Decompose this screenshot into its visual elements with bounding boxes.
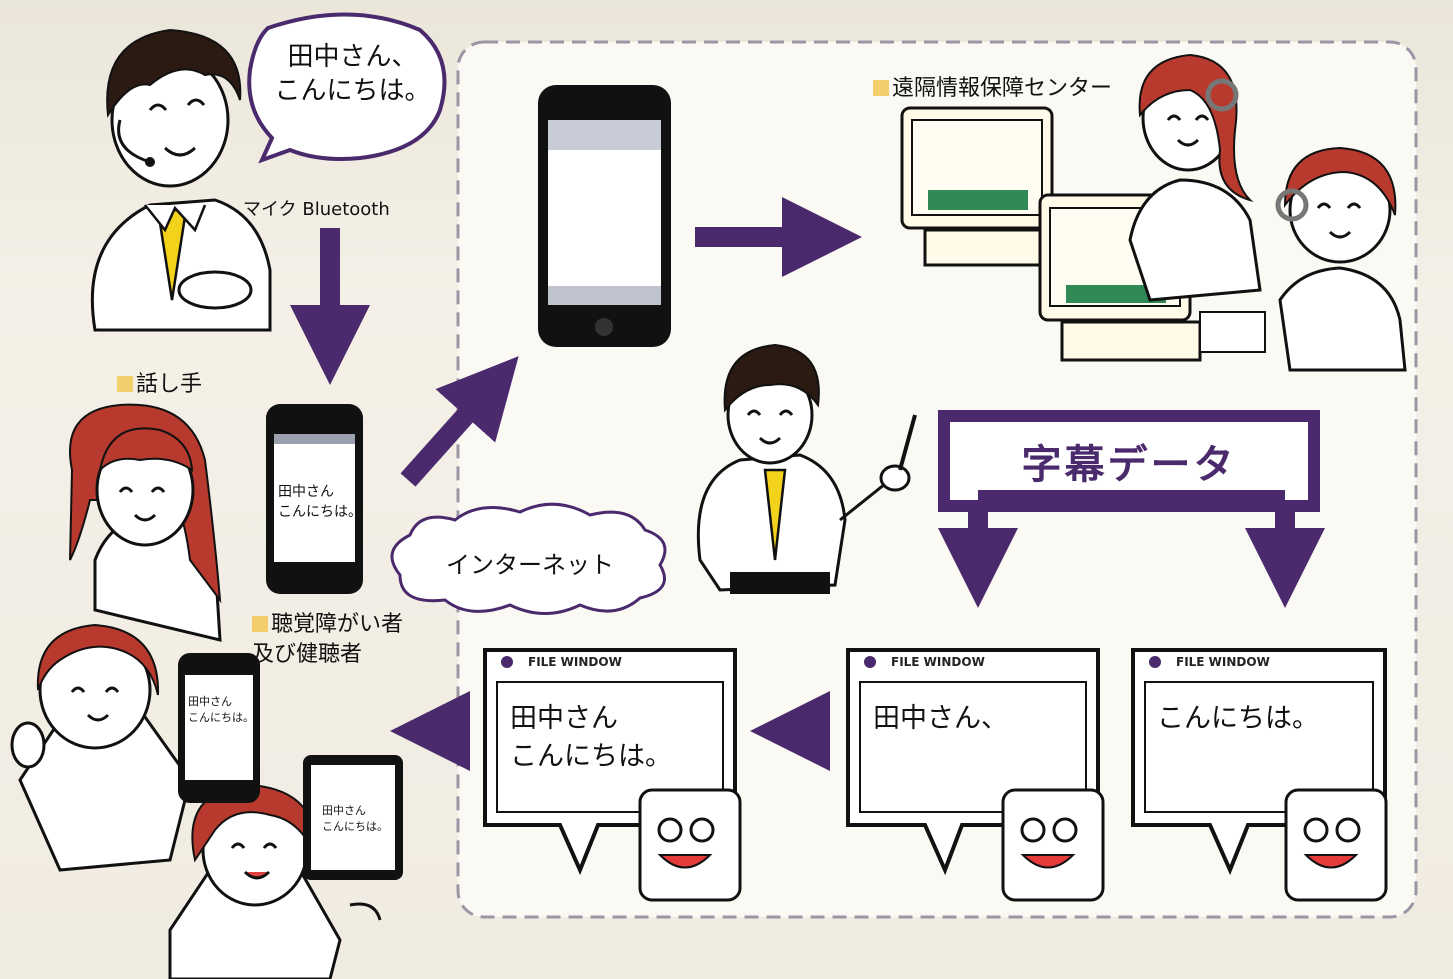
- center-label-text: 遠隔情報保障センター: [892, 76, 1113, 101]
- label-square-icon: [117, 376, 133, 392]
- arrow-phone-to-smartphone: [400, 356, 519, 487]
- flow-arrows: [290, 197, 1325, 771]
- listener-label: 聴覚障がい者 及び健聴者: [252, 610, 403, 670]
- operator-woman-1: [1128, 53, 1262, 302]
- listener-phone-main: [266, 404, 363, 594]
- listener-phone-main-caption: 田中さん こんにちは。: [278, 484, 362, 520]
- speaker-label: 話し手: [117, 366, 202, 398]
- internet-label: インターネット: [446, 551, 614, 579]
- caption-window-1-text: 田中さん こんにちは。: [510, 703, 672, 772]
- caption-window-1: [483, 648, 742, 902]
- caption-window-1-title: FILE WINDOW: [528, 655, 622, 669]
- listener-woman-bottom: [168, 783, 382, 979]
- listener-woman-middle: [10, 623, 192, 872]
- caption-window-3-title: FILE WINDOW: [1176, 655, 1270, 669]
- central-smartphone: [538, 85, 671, 347]
- label-square-icon: [873, 80, 889, 96]
- caption-window-2-text: 田中さん、: [873, 703, 1008, 734]
- speech-bubble: [247, 12, 447, 164]
- center-label: 遠隔情報保障センター: [873, 70, 1112, 102]
- listener-tablet-caption: 田中さん こんにちは。: [322, 804, 388, 833]
- caption-window-3: [1131, 648, 1388, 902]
- listener-tablet: [303, 755, 403, 880]
- mic-label: マイク Bluetooth: [243, 199, 390, 220]
- operator-woman-2: [1275, 146, 1407, 372]
- speech-bubble-text: 田中さん、 こんにちは。: [274, 42, 431, 106]
- label-square-icon: [252, 616, 268, 632]
- caption-window-2: [846, 648, 1105, 902]
- caption-window-2-title: FILE WINDOW: [891, 655, 985, 669]
- speaker-figure: [90, 28, 272, 332]
- caption-data-label: 字幕データ: [1021, 442, 1237, 488]
- listener-phone-hand: [178, 653, 260, 803]
- center-computer-1: [900, 106, 1077, 267]
- caption-window-3-text: こんにちは。: [1157, 703, 1319, 734]
- listener-woman-top: [69, 403, 222, 642]
- presenter-figure: [696, 343, 917, 594]
- internet-cloud: [390, 502, 667, 615]
- speaker-label-text: 話し手: [136, 372, 203, 397]
- listener-label-text: 聴覚障がい者 及び健聴者: [252, 612, 404, 667]
- listener-phone-hand-caption: 田中さん こんにちは。: [188, 695, 254, 724]
